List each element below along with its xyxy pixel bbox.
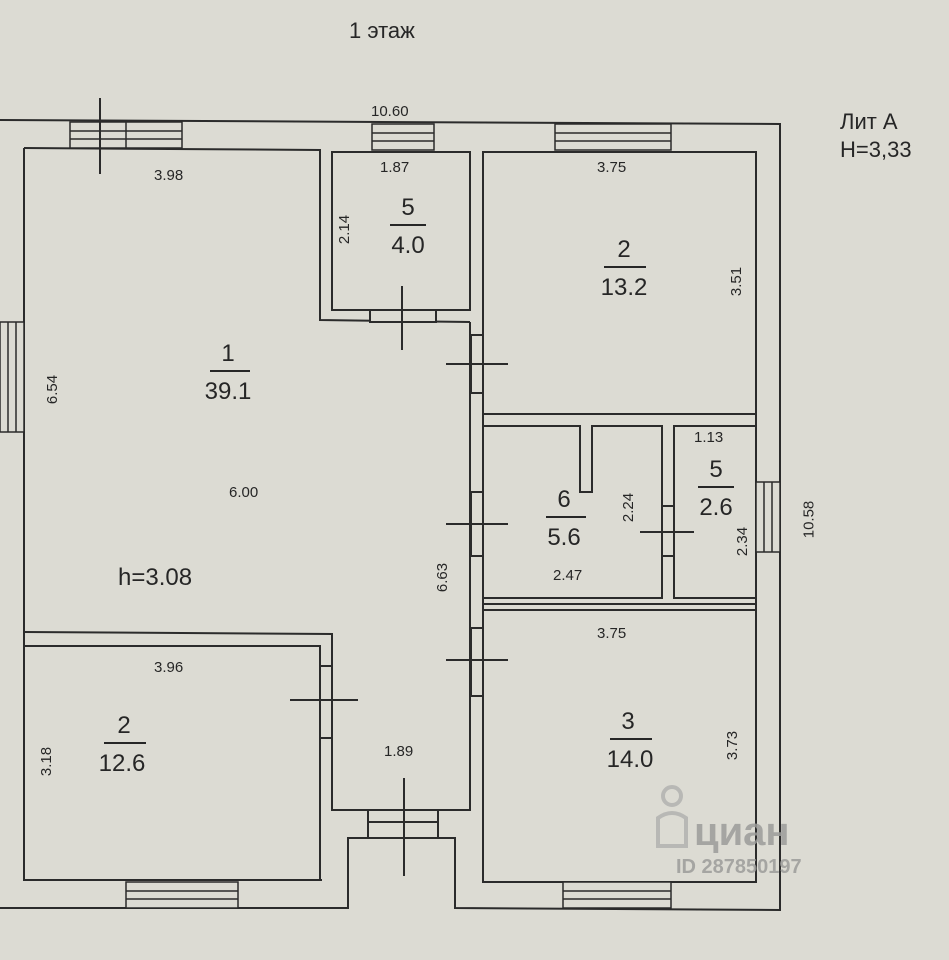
room-2a-area: 13.2 xyxy=(600,274,648,301)
room-5b-number: 5 xyxy=(709,456,723,483)
watermark-brand: циан xyxy=(694,810,790,854)
room-2b-outline xyxy=(23,645,321,881)
door-entrance xyxy=(367,778,439,876)
room-5a-height: 2.14 xyxy=(336,214,354,245)
room-1-number: 1 xyxy=(221,340,235,367)
room-2b-fraction-line xyxy=(104,742,146,744)
floor-title: 1 этаж xyxy=(349,18,415,43)
room-3-number: 3 xyxy=(621,708,635,735)
lit-height: H=3,33 xyxy=(840,136,912,162)
room-6-height: 2.24 xyxy=(620,492,638,523)
room-2a-number: 2 xyxy=(617,236,631,263)
room-5b-height: 2.34 xyxy=(734,526,752,557)
room-6-fraction-line xyxy=(546,516,586,518)
room-5a-width: 1.87 xyxy=(380,159,410,176)
room-2b-number: 2 xyxy=(117,712,131,739)
window-bottom-right xyxy=(562,881,672,909)
overall-height: 10.58 xyxy=(800,500,818,539)
door-room-2b xyxy=(290,665,358,739)
room-3-area: 14.0 xyxy=(606,746,654,773)
room-2b-width: 3.96 xyxy=(154,659,184,676)
room-1-inner-dim: 6.00 xyxy=(229,484,259,501)
watermark-logo xyxy=(656,785,688,848)
room-1-area: 39.1 xyxy=(204,378,252,405)
room-1-height: 6.54 xyxy=(44,374,62,405)
window-right xyxy=(755,481,781,553)
watermark-id: ID 287850197 xyxy=(676,856,802,878)
room-2a-height: 3.51 xyxy=(728,266,746,297)
door-room-2a xyxy=(446,334,508,394)
outer-wall xyxy=(0,119,781,912)
room-2a-width: 3.75 xyxy=(597,159,627,176)
corridor-height: 6.63 xyxy=(434,562,452,593)
room-5b-width: 1.13 xyxy=(694,429,724,446)
room-5b-fraction-line xyxy=(698,486,734,488)
window-top-left xyxy=(69,121,183,149)
room-5a-number: 5 xyxy=(401,194,415,221)
room-1-fraction-line xyxy=(210,370,250,372)
room-3-fraction-line xyxy=(610,738,652,740)
lit-name: Лит А xyxy=(840,109,898,134)
room-1-width: 3.98 xyxy=(154,167,184,184)
room-2b-height: 3.18 xyxy=(38,746,56,777)
window-top-middle xyxy=(371,123,435,151)
room-3-height: 3.73 xyxy=(724,730,742,761)
room-6-outline xyxy=(482,425,663,599)
door-room-3 xyxy=(446,627,508,697)
lit-label: Лит А H=3,33 xyxy=(840,108,912,163)
window-bottom-left xyxy=(125,881,239,909)
door-room-5a xyxy=(369,286,437,350)
door-room-5b xyxy=(640,505,694,557)
room-2a-fraction-line xyxy=(604,266,646,268)
overall-width: 10.60 xyxy=(371,103,409,120)
room-5b-area: 2.6 xyxy=(699,494,733,521)
room-5a-area: 4.0 xyxy=(391,232,425,259)
room-6-width: 2.47 xyxy=(553,567,583,584)
room-3-width: 3.75 xyxy=(597,625,627,642)
room-2b-area: 12.6 xyxy=(98,750,146,777)
room-6-number: 6 xyxy=(557,486,571,513)
room-6-area: 5.6 xyxy=(547,524,581,551)
inner-perimeter-left xyxy=(23,148,322,881)
door-room-6 xyxy=(446,491,508,557)
window-left xyxy=(0,321,25,433)
window-top-right xyxy=(554,123,672,151)
room-1-ceiling-height: h=3.08 xyxy=(118,564,193,591)
corridor-width: 1.89 xyxy=(384,743,414,760)
room-5a-fraction-line xyxy=(390,224,426,226)
